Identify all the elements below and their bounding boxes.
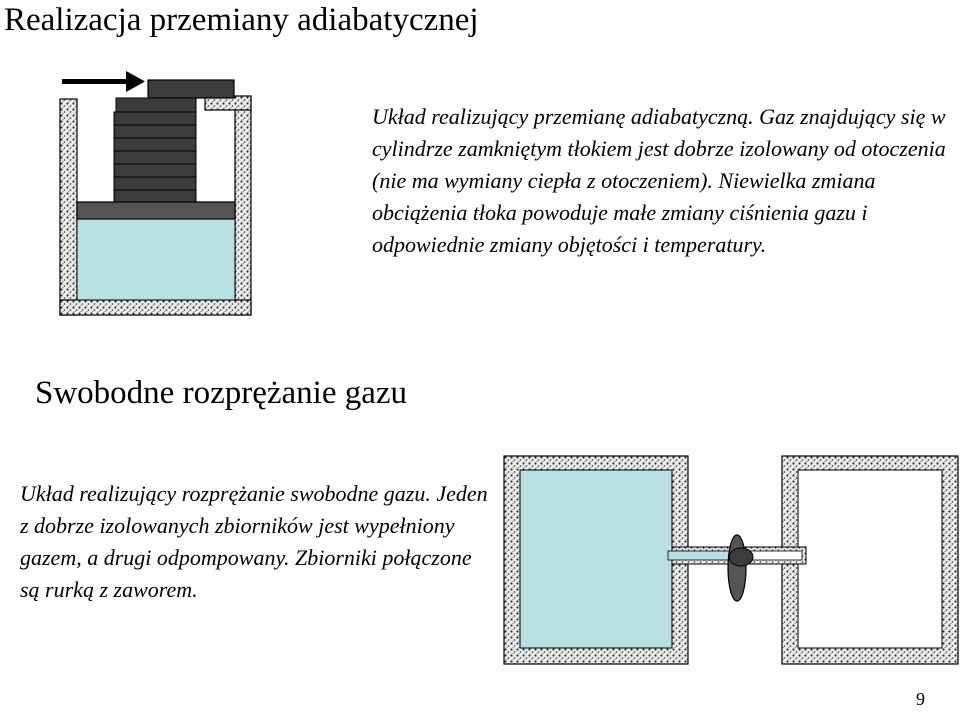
cylinder-wall-left <box>59 98 78 316</box>
adiabatic-cylinder-diagram <box>59 71 252 316</box>
tank-evacuated <box>781 455 959 665</box>
cylinder-wall-right <box>234 98 252 316</box>
slide-title: Realizacja przemiany adiabatycznej <box>4 2 479 38</box>
free-expansion-description: Układ realizujący rozprężanie swobodne g… <box>20 481 488 602</box>
tank-filled <box>503 455 689 665</box>
valve-icon <box>727 534 754 602</box>
free-expansion-diagram <box>503 455 959 665</box>
piston <box>76 201 236 220</box>
cylinder-wall-bottom <box>59 299 252 316</box>
page-number: 9 <box>916 689 925 709</box>
section-subtitle: Swobodne rozprężanie gazu <box>35 375 408 411</box>
piston-weights <box>113 79 235 203</box>
gas-volume <box>76 218 236 301</box>
right-arrow-icon <box>62 71 145 92</box>
adiabatic-description: Układ realizujący przemianę adiabatyczną… <box>372 104 946 257</box>
